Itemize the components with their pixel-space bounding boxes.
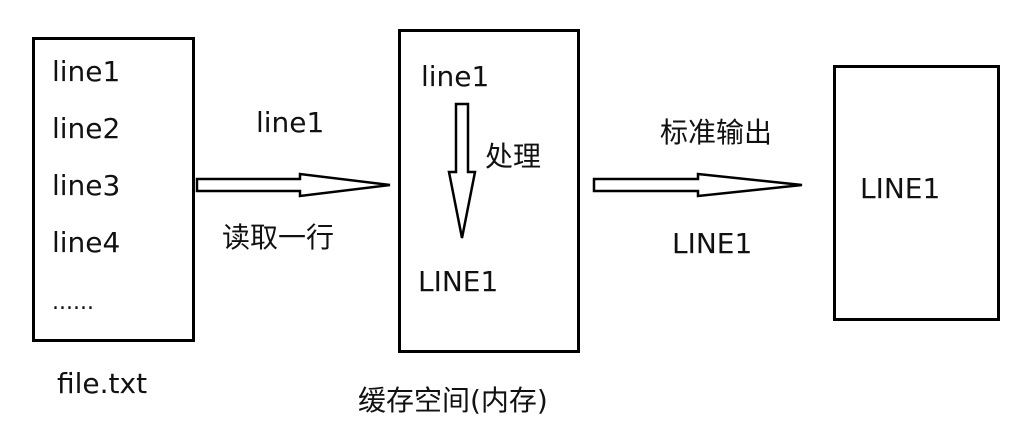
buffer-box [398,29,580,353]
output-box [833,65,1000,321]
output-arrow [592,172,803,198]
buffer-bottom-text: LINE1 [418,265,499,298]
file-line-2: line2 [52,112,121,145]
output-arrow-label-top: 标准输出 [660,116,773,149]
process-label: 处理 [485,140,542,173]
read-arrow-label-top: line1 [256,106,325,139]
file-box [32,37,195,342]
output-box-text: LINE1 [860,172,941,205]
file-line-ellipsis: ...... [52,290,94,315]
read-arrow-label-bottom: 读取一行 [222,221,335,254]
buffer-caption: 缓存空间(内存) [358,384,548,417]
file-line-4: line4 [52,226,121,259]
buffer-top-text: line1 [421,60,490,93]
file-line-1: line1 [52,55,121,88]
file-caption: file.txt [57,367,148,400]
process-arrow [447,102,477,239]
read-arrow [195,172,391,198]
output-arrow-label-bottom: LINE1 [672,227,753,260]
file-line-3: line3 [52,169,121,202]
